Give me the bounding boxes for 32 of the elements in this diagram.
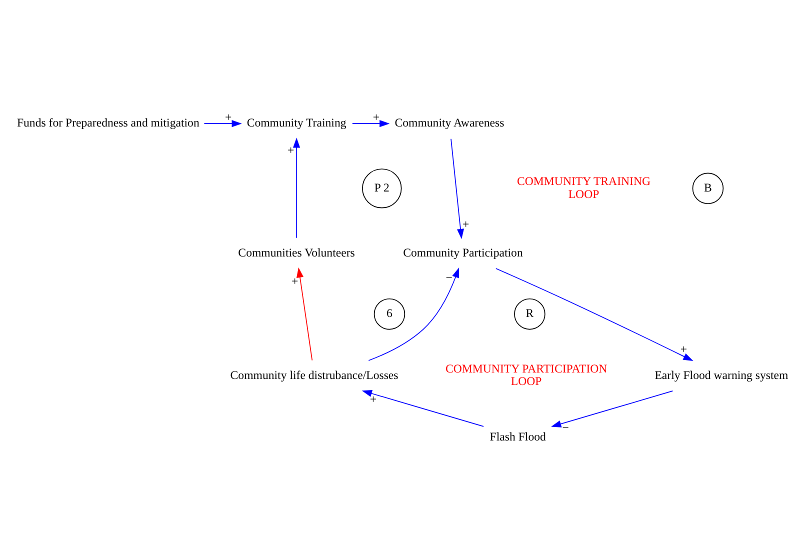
node-text: Community life distrubance/Losses [230, 367, 398, 382]
arrow [551, 390, 674, 427]
node-circle: B [692, 172, 724, 204]
node-text: Community Training [246, 115, 346, 130]
node-text: Community Awareness [394, 115, 504, 130]
node-circle: R [514, 298, 546, 330]
arrow [362, 390, 484, 426]
node-text: Flash Flood [490, 429, 546, 444]
arrow [204, 120, 242, 127]
edge-label: − [562, 420, 569, 434]
edge-label: − [446, 270, 452, 284]
node-circle: P 2 [362, 168, 402, 208]
node-text: Early Flood warning system [654, 367, 788, 382]
edge-label: + [680, 342, 688, 356]
arrow [368, 267, 460, 360]
node-circle: 6 [374, 298, 406, 330]
node-text: Community Participation [403, 244, 523, 259]
node-text: Funds for Preparedness and mitigation [16, 115, 200, 130]
label: COMMUNITY TRAINING LOOP [517, 174, 651, 200]
edge-label: + [370, 392, 377, 406]
arrow [450, 138, 464, 239]
node-text: Communities Volunteers [238, 244, 355, 259]
edge-label: + [291, 273, 298, 288]
arrow [352, 120, 390, 127]
edge-label: + [372, 110, 380, 124]
edge-label: + [462, 216, 470, 231]
arrow [293, 137, 300, 238]
label: COMMUNITY PARTICIPATION LOOP [445, 361, 608, 388]
arrow [296, 266, 313, 360]
edge-label: + [288, 142, 294, 157]
arrow [496, 268, 694, 361]
edge-label: + [225, 110, 232, 124]
